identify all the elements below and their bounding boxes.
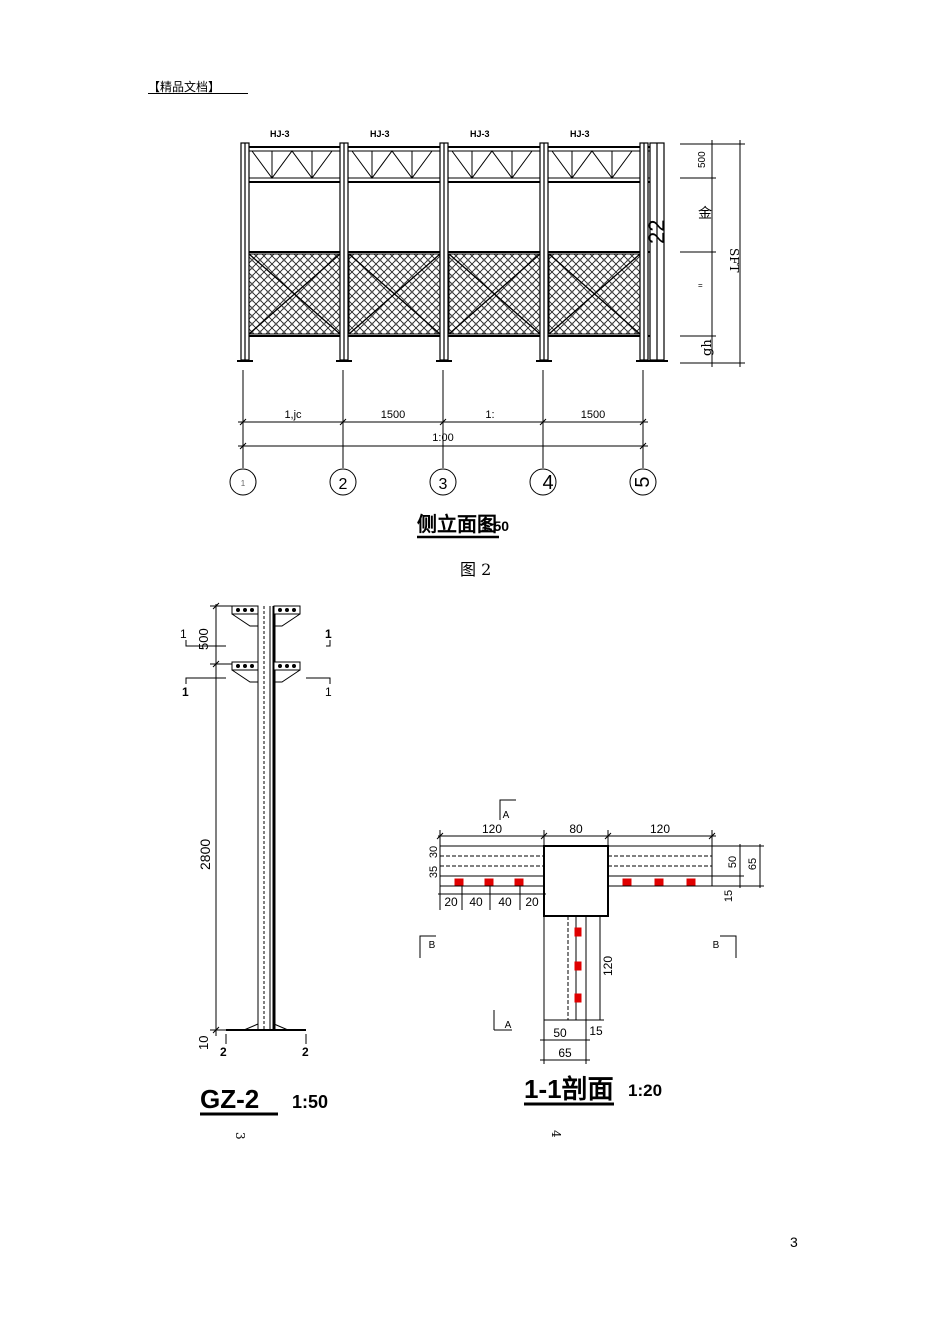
dim-bottom: gh — [700, 339, 715, 356]
column-sub-label: 3 — [233, 1132, 247, 1140]
bay-dim: 1: — [485, 409, 494, 421]
truss-labels: HJ-3 HJ-3 HJ-3 HJ-3 — [270, 129, 590, 139]
left-dim: 30 — [428, 846, 440, 858]
top-dim: 120 — [482, 822, 502, 836]
dim-total: SFT — [727, 248, 741, 273]
top-truss — [243, 146, 664, 183]
section-mark: 1 — [180, 627, 187, 641]
bolt-dim: 20 — [525, 895, 539, 909]
right-dim: 15 — [723, 890, 735, 902]
axis-markers — [229, 468, 657, 496]
section-mark: 1 — [325, 685, 332, 699]
top-dim: 80 — [569, 822, 583, 836]
right-dim: 50 — [727, 856, 739, 868]
truss-label: HJ-3 — [470, 129, 490, 139]
section-sub-label: 4 — [549, 1130, 563, 1138]
bolt-dim: 40 — [469, 895, 483, 909]
section-scale: 1:20 — [628, 1081, 662, 1100]
bolt-dim: 20 — [444, 895, 458, 909]
column-dim-base: 10 — [196, 1036, 211, 1050]
right-dim: 65 — [747, 858, 759, 870]
axis-label: 1 — [241, 479, 246, 488]
section-title: 1-1剖面 — [524, 1074, 614, 1104]
left-dim: 35 — [428, 866, 440, 878]
mark-22: 22 — [644, 220, 669, 244]
section-mark: 1 — [182, 685, 189, 699]
cut-label: A — [505, 1020, 512, 1031]
column-dim-main: 2800 — [197, 839, 213, 870]
vertical-dim: 120 — [601, 956, 615, 976]
right-dimension-texts: 500 金 = gh SFT 22 — [644, 151, 741, 356]
section-mark: 1 — [325, 627, 332, 641]
bay-dimension-texts: 1,jc 1500 1: 1500 1:00 — [284, 409, 605, 444]
truss-label: HJ-3 — [370, 129, 390, 139]
page-number: 3 — [790, 1234, 798, 1250]
base-mark: 2 — [302, 1045, 309, 1059]
top-dim: 120 — [650, 822, 670, 836]
page-header: 【精品文档】 — [148, 80, 221, 94]
elevation-scale: 1:50 — [481, 518, 509, 534]
axis-label: 2 — [339, 476, 348, 493]
column-dim-top: 500 — [196, 628, 211, 650]
right-dimension-chain — [680, 140, 745, 367]
bay-dim: 1,jc — [284, 409, 302, 421]
axis-label: 5 — [632, 476, 654, 487]
total-dim: 1:00 — [432, 432, 453, 444]
truss-label: HJ-3 — [270, 129, 290, 139]
bay-dim: 1500 — [581, 409, 605, 421]
header-rule — [148, 93, 248, 94]
dim-small: = — [698, 281, 703, 290]
column-title: GZ-2 — [200, 1084, 259, 1114]
elevation-title: 侧立面图 — [417, 512, 497, 536]
bottom-dim: 50 — [553, 1026, 567, 1040]
figure-caption: 图 2 — [460, 560, 492, 579]
axis-label: 4 — [542, 472, 553, 494]
bolt-dim: 40 — [498, 895, 512, 909]
dim-mid: 金 — [698, 206, 712, 222]
cut-label: B — [429, 940, 436, 951]
column-scale: 1:50 — [292, 1092, 328, 1112]
base-mark: 2 — [220, 1045, 227, 1059]
bottom-dim: 15 — [589, 1024, 603, 1038]
dim-500: 500 — [697, 151, 708, 168]
bottom-dimension-chain — [238, 370, 648, 468]
cut-label: A — [503, 810, 510, 821]
bottom-dim: 65 — [558, 1046, 572, 1060]
bay-dim: 1500 — [381, 409, 405, 421]
truss-label: HJ-3 — [570, 129, 590, 139]
axis-label: 3 — [439, 476, 448, 493]
elevation-columns — [240, 142, 665, 361]
axis-labels: 1 2 3 4 5 — [241, 472, 654, 494]
cut-label: B — [713, 940, 720, 951]
